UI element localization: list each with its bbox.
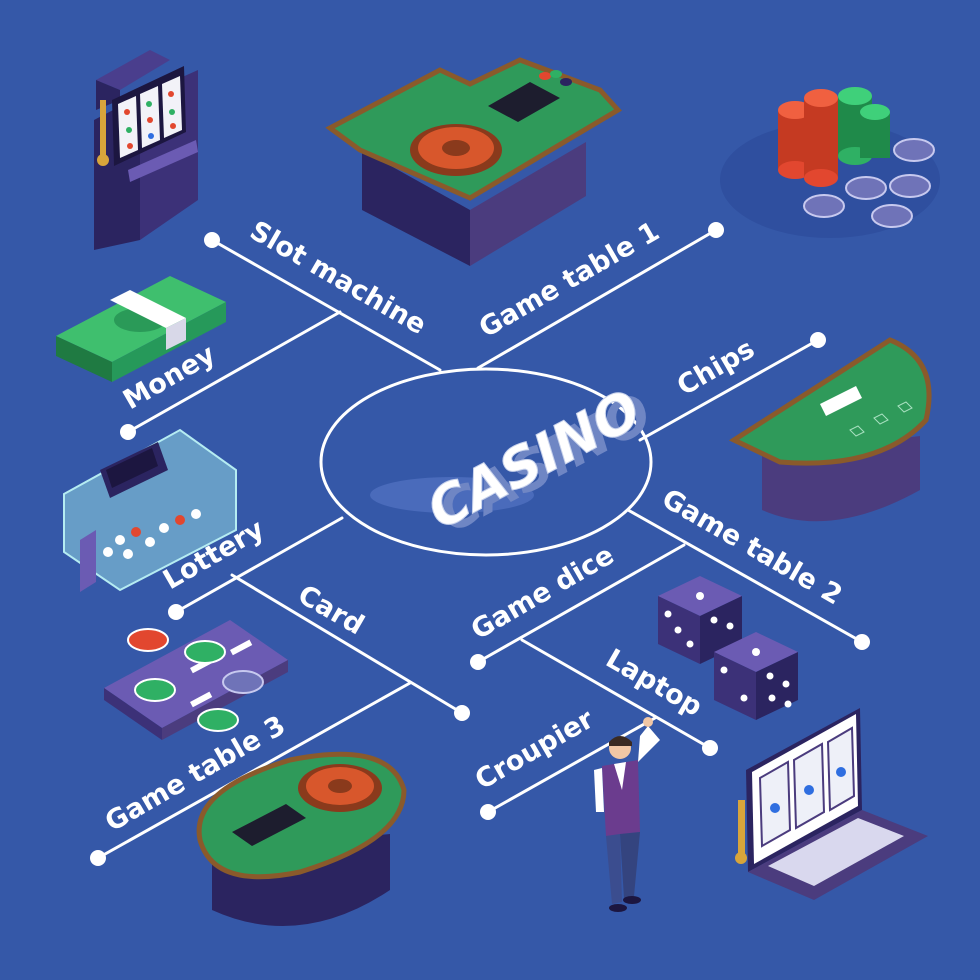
- casino-infographic: CASINO CASINO Slot machine Game table 1 …: [0, 0, 980, 980]
